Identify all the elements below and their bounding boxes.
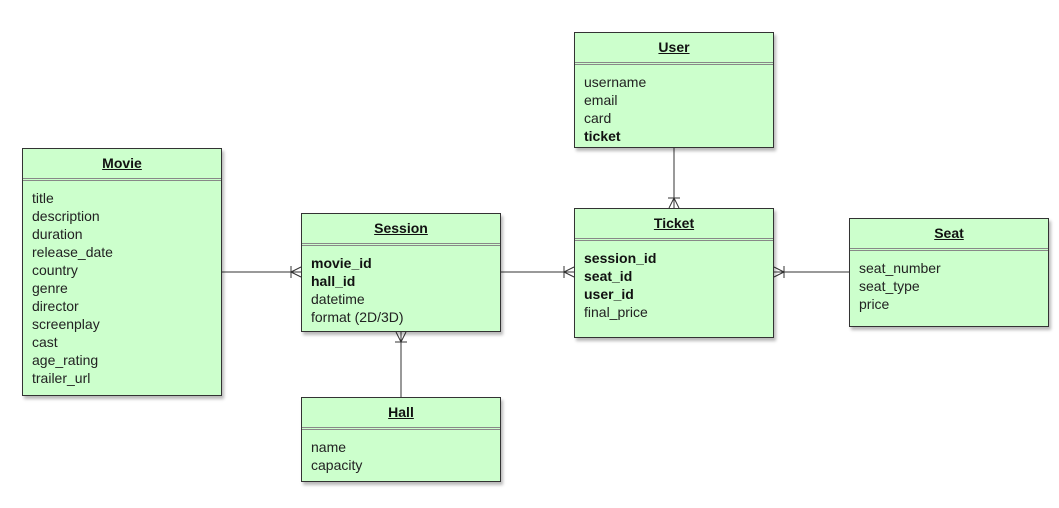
attribute-list: username email card ticket — [575, 65, 773, 145]
entity-divider — [302, 245, 500, 246]
attribute-card: card — [584, 110, 612, 126]
entity-movie[interactable]: Movie title description duration release_da… — [22, 148, 222, 396]
entity-ticket[interactable]: Ticket session_id seat_id user_id final_pri… — [574, 208, 774, 338]
attribute-session-id: session_id — [584, 250, 657, 266]
attribute-country: country — [32, 262, 78, 278]
attribute-genre: genre — [32, 280, 68, 296]
entity-divider — [23, 180, 221, 181]
relationship-session-ticket[interactable] — [501, 266, 575, 278]
entity-divider — [575, 240, 773, 241]
relationship-hall-session[interactable] — [395, 331, 407, 397]
attribute-hall-id: hall_id — [311, 273, 356, 289]
attribute-price: price — [859, 296, 890, 312]
attribute-list: session_id seat_id user_id final_price — [575, 241, 773, 321]
attribute-trailer-url: trailer_url — [32, 370, 91, 386]
entity-title: Movie — [23, 149, 221, 179]
attribute-capacity: capacity — [311, 457, 363, 473]
attribute-cast: cast — [32, 334, 58, 350]
entity-session[interactable]: Session movie_id hall_id datetime format (2… — [301, 213, 501, 332]
attribute-description: description — [32, 208, 100, 224]
attribute-director: director — [32, 298, 79, 314]
entity-title: Hall — [302, 398, 500, 428]
attribute-ticket: ticket — [584, 128, 621, 144]
attribute-movie-id: movie_id — [311, 255, 372, 271]
entity-hall[interactable]: Hall name capacity — [301, 397, 501, 482]
entity-user[interactable]: User username email card ticket — [574, 32, 774, 148]
attribute-datetime: datetime — [311, 291, 365, 307]
entity-title: Ticket — [575, 209, 773, 239]
attribute-seat-id: seat_id — [584, 268, 633, 284]
attribute-list: movie_id hall_id datetime format (2D/3D) — [302, 246, 500, 326]
attribute-title: title — [32, 190, 54, 206]
entity-title: User — [575, 33, 773, 63]
attribute-user-id: user_id — [584, 286, 634, 302]
attribute-format-2d-3d: format (2D/3D) — [311, 309, 404, 325]
attribute-release-date: release_date — [32, 244, 113, 260]
attribute-final-price: final_price — [584, 304, 648, 320]
entity-title: Seat — [850, 219, 1048, 249]
attribute-seat-number: seat_number — [859, 260, 941, 276]
attribute-seat-type: seat_type — [859, 278, 920, 294]
attribute-duration: duration — [32, 226, 83, 242]
relationship-user-ticket[interactable] — [668, 148, 680, 209]
entity-title: Session — [302, 214, 500, 244]
attribute-age-rating: age_rating — [32, 352, 99, 368]
attribute-screenplay: screenplay — [32, 316, 100, 332]
attribute-email: email — [584, 92, 618, 108]
attribute-list: name capacity — [302, 430, 500, 474]
entity-divider — [302, 429, 500, 430]
attribute-username: username — [584, 74, 647, 90]
relationship-movie-session[interactable] — [222, 266, 302, 278]
entity-divider — [575, 64, 773, 65]
entity-divider — [850, 250, 1048, 251]
relationship-seat-ticket[interactable] — [773, 266, 849, 278]
attribute-name: name — [311, 439, 347, 455]
